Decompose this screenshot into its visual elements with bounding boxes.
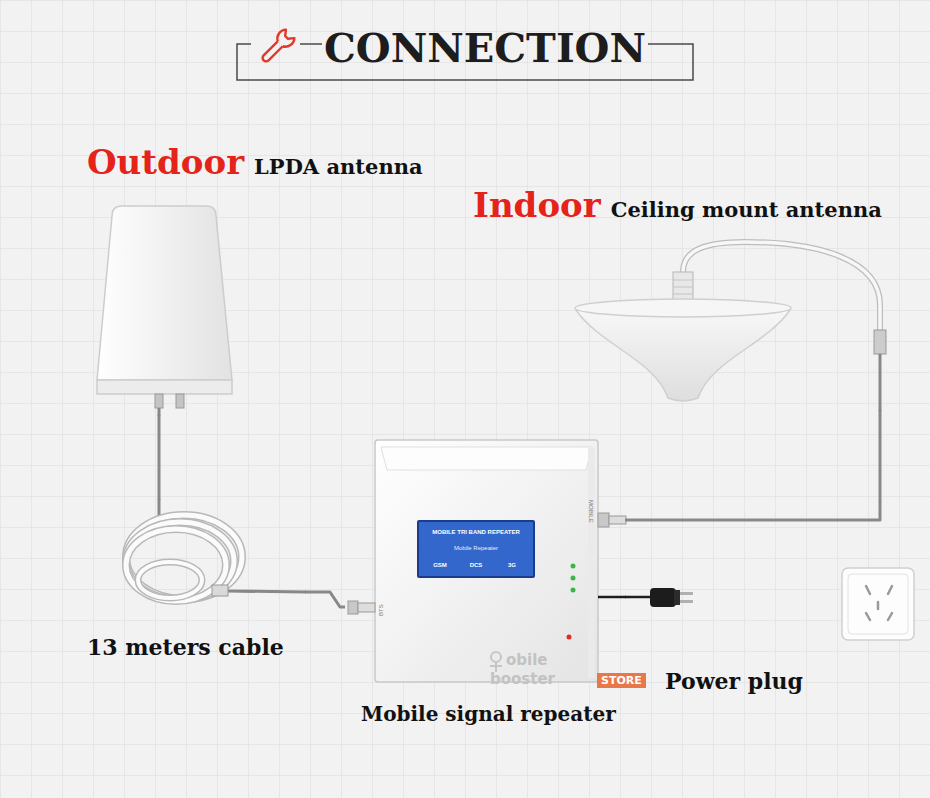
lpda-antenna	[97, 206, 232, 380]
repeater-unit	[348, 440, 626, 682]
power-plug-drawing	[674, 590, 680, 605]
outdoor-antenna: Outdoor LPDA antenna	[85, 143, 430, 415]
power-plug-drawing	[650, 588, 676, 607]
port-label: BTS	[378, 604, 384, 616]
lpda-antenna	[158, 408, 161, 416]
ceiling-antenna	[673, 280, 693, 294]
watermark-figure	[491, 652, 501, 662]
band-name: 3G	[494, 562, 530, 569]
ceiling-antenna	[575, 299, 791, 317]
wrench-icon	[274, 28, 296, 50]
repeater-unit	[598, 596, 626, 599]
wall-socket	[848, 574, 908, 634]
repeater-screen: MOBILE TRI BAND REPEATER Mobile RepeaterG…	[417, 520, 535, 578]
lpda-antenna	[155, 394, 163, 408]
wall-socket	[842, 568, 914, 640]
ceiling-antenna	[879, 354, 882, 411]
repeater-unit	[571, 588, 576, 593]
lpda-antenna	[176, 394, 184, 408]
power-cord	[625, 596, 650, 599]
watermark-text: booster	[490, 670, 555, 688]
port-label: MOBILE	[588, 500, 594, 523]
ceiling-antenna	[575, 242, 886, 411]
repeater-unit	[609, 516, 626, 524]
diagram-title: CONNECTION	[324, 24, 646, 72]
antenna-name: Ceiling mount antenna	[611, 198, 882, 222]
repeater-unit	[571, 564, 576, 569]
cable-coil	[126, 522, 234, 600]
watermark-figure	[490, 652, 502, 672]
lpda-antenna	[97, 206, 232, 416]
repeater-label: Mobile signal repeater	[361, 702, 616, 726]
ceiling-antenna	[673, 272, 693, 300]
antenna-name: LPDA antenna	[254, 155, 422, 179]
indoor-antenna: Indoor Ceiling mount antenna	[470, 186, 900, 410]
power-plug-drawing	[680, 600, 693, 603]
title-frame	[300, 43, 322, 45]
cable-coil	[126, 529, 226, 601]
repeater-unit	[358, 603, 375, 612]
watermark-badge: STORE	[597, 673, 646, 688]
cable-coil	[126, 529, 226, 601]
repeater-unit	[381, 447, 592, 470]
ceiling-antenna	[576, 310, 790, 401]
screen-heading: MOBILE TRI BAND REPEATER	[422, 529, 530, 536]
watermark-text: obile	[506, 651, 548, 669]
cable-coil	[126, 522, 234, 600]
repeater-unit	[588, 448, 595, 678]
signal-repeater: Mobile signal repeater MOBILE TRI BAND RE…	[345, 432, 625, 730]
cable-label: 13 meters cable	[87, 634, 284, 660]
wall-socket	[866, 586, 892, 620]
band-name: GSM	[422, 562, 458, 569]
cable-coil	[138, 562, 202, 598]
repeater-unit	[571, 576, 576, 581]
power-plug: Power plug	[650, 562, 915, 700]
wrench-icon	[261, 41, 283, 63]
wall-socket	[842, 568, 914, 640]
wrench-icon	[258, 28, 296, 66]
cable-coil	[126, 499, 306, 601]
lpda-antenna	[97, 380, 232, 394]
coax-cable	[625, 410, 880, 520]
coax-cable	[305, 592, 345, 607]
repeater-unit	[598, 513, 609, 527]
ceiling-antenna	[874, 330, 886, 354]
power-plug-drawing	[680, 592, 693, 595]
power-label: Power plug	[665, 668, 803, 694]
repeater-unit	[348, 601, 358, 614]
repeater-unit	[567, 635, 572, 640]
power-plug-drawing	[650, 588, 693, 607]
coax-cable	[158, 415, 161, 500]
cable-coil: 13 meters cable	[80, 500, 305, 670]
screen-subtitle: Mobile Repeater	[422, 545, 530, 552]
location-heading: Indoor	[473, 186, 601, 225]
location-heading: Outdoor	[87, 143, 244, 182]
repeater-unit	[375, 440, 598, 682]
band-name: DCS	[458, 562, 494, 569]
cable-coil	[226, 591, 306, 592]
cable-coil	[212, 585, 228, 596]
cable-coil	[138, 562, 202, 598]
